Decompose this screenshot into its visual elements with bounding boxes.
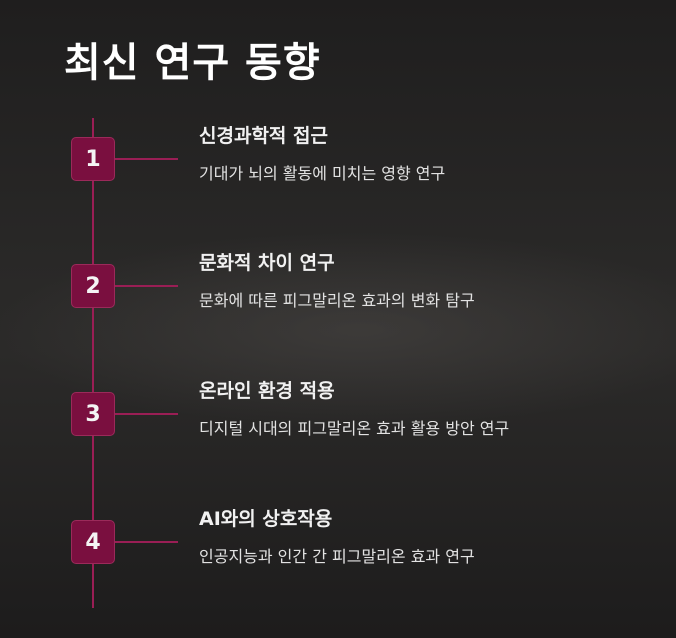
- timeline-item-4: 4 AI와의 상호작용 인공지능과 인간 간 피그말리온 효과 연구: [0, 508, 676, 620]
- item-title: 온라인 환경 적용: [199, 380, 335, 402]
- timeline-connector: [115, 158, 178, 160]
- timeline-item-2: 2 문화적 차이 연구 문화에 따른 피그말리온 효과의 변화 탐구: [0, 252, 676, 364]
- timeline-item-1: 1 신경과학적 접근 기대가 뇌의 활동에 미치는 영향 연구: [0, 125, 676, 237]
- step-number-badge: 3: [71, 392, 115, 436]
- step-number-badge: 2: [71, 264, 115, 308]
- page-title: 최신 연구 동향: [64, 40, 321, 86]
- timeline-item-3: 3 온라인 환경 적용 디지털 시대의 피그말리온 효과 활용 방안 연구: [0, 380, 676, 492]
- item-description: 기대가 뇌의 활동에 미치는 영향 연구: [199, 164, 446, 183]
- item-description: 인공지능과 인간 간 피그말리온 효과 연구: [199, 547, 475, 566]
- timeline-connector: [115, 541, 178, 543]
- item-description: 디지털 시대의 피그말리온 효과 활용 방안 연구: [199, 419, 510, 438]
- item-title: 신경과학적 접근: [199, 125, 328, 147]
- timeline-connector: [115, 285, 178, 287]
- item-description: 문화에 따른 피그말리온 효과의 변화 탐구: [199, 291, 475, 310]
- step-number-badge: 1: [71, 137, 115, 181]
- item-title: 문화적 차이 연구: [199, 252, 335, 274]
- step-number-badge: 4: [71, 520, 115, 564]
- timeline-connector: [115, 413, 178, 415]
- item-title: AI와의 상호작용: [199, 508, 333, 530]
- timeline-line: [92, 118, 94, 608]
